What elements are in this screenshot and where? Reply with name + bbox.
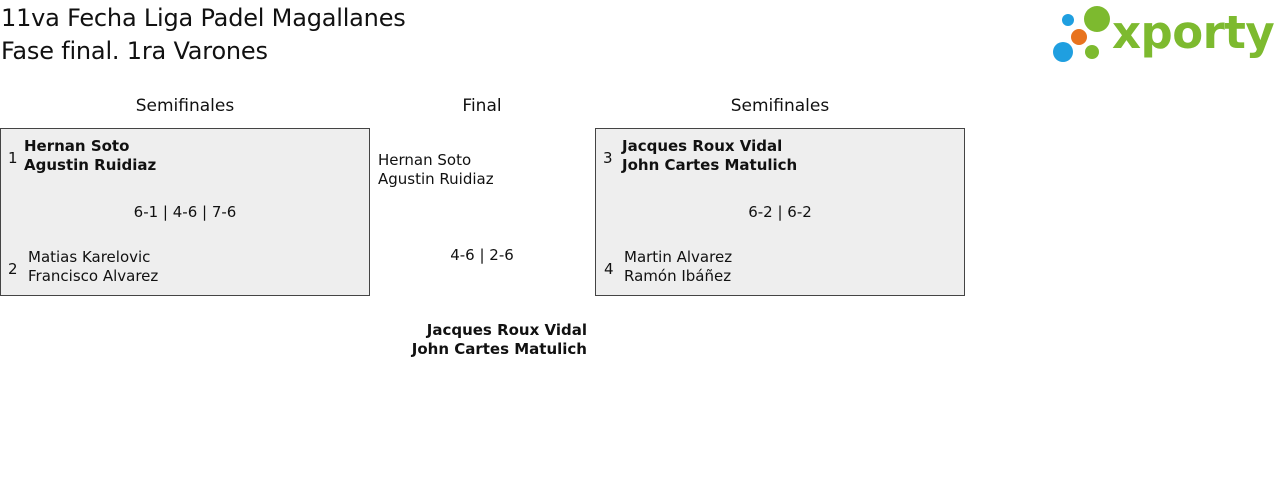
player-name: John Cartes Matulich — [411, 340, 587, 358]
logo-wordmark: xporty — [1112, 6, 1275, 59]
seed-number: 3 — [603, 149, 613, 167]
player-name: Ramón Ibáñez — [624, 267, 732, 285]
player-name: Francisco Alvarez — [28, 267, 159, 285]
match-score: 6-2 | 6-2 — [748, 203, 812, 221]
semifinal-right-match: 3 Jacques Roux Vidal John Cartes Matulic… — [595, 128, 965, 296]
page-title: 11va Fecha Liga Padel Magallanes — [1, 4, 406, 32]
column-heading-semifinal-left: Semifinales — [135, 96, 235, 116]
semifinal-left-loser-team: Matias Karelovic Francisco Alvarez — [28, 248, 158, 286]
column-heading-final: Final — [462, 96, 502, 116]
player-name: Hernan Soto — [24, 137, 130, 155]
semifinal-right-loser-team: Martin Alvarez Ramón Ibáñez — [624, 248, 732, 286]
page-subtitle: Fase final. 1ra Varones — [1, 37, 268, 65]
player-name: Matias Karelovic — [28, 248, 151, 266]
player-name: Hernan Soto — [378, 151, 472, 169]
player-name: Agustin Ruidiaz — [24, 156, 157, 174]
player-name: John Cartes Matulich — [622, 156, 798, 174]
player-name: Jacques Roux Vidal — [426, 321, 587, 339]
logo-dots-icon — [1053, 6, 1110, 62]
seed-number: 4 — [604, 260, 614, 278]
seed-number: 2 — [8, 260, 18, 278]
xporty-logo: xporty — [1050, 3, 1276, 67]
player-name: Agustin Ruidiaz — [378, 170, 494, 188]
column-heading-semifinal-right: Semifinales — [730, 96, 830, 116]
match-score: 6-1 | 4-6 | 7-6 — [133, 203, 237, 221]
seed-number: 1 — [8, 149, 18, 167]
player-name: Martin Alvarez — [624, 248, 733, 266]
semifinal-left-winner-team: Hernan Soto Agustin Ruidiaz — [24, 137, 156, 175]
final-team-1: Hernan Soto Agustin Ruidiaz — [378, 151, 494, 189]
final-team-2-winner: Jacques Roux Vidal John Cartes Matulich — [412, 321, 587, 359]
player-name: Jacques Roux Vidal — [622, 137, 783, 155]
semifinal-right-winner-team: Jacques Roux Vidal John Cartes Matulich — [622, 137, 797, 175]
semifinal-left-match: 1 Hernan Soto Agustin Ruidiaz 6-1 | 4-6 … — [0, 128, 370, 296]
final-score: 4-6 | 2-6 — [450, 246, 514, 264]
